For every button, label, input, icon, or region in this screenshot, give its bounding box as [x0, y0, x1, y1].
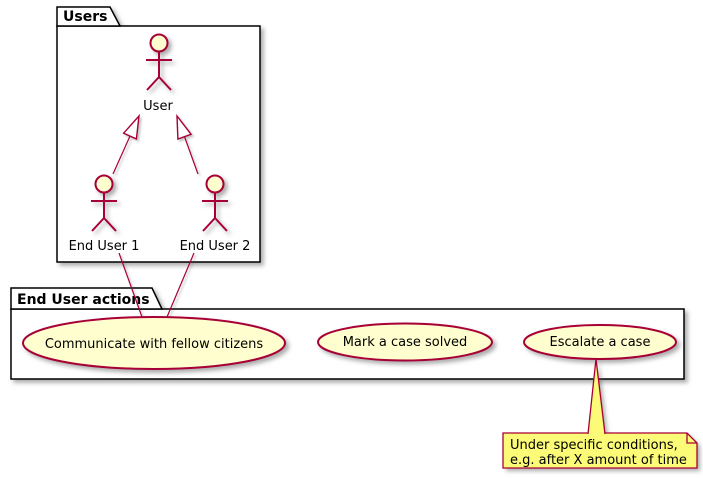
actor-end-user-1-label: End User 1	[69, 239, 140, 254]
use-case-mark-solved: Mark a case solved	[317, 322, 493, 362]
actor-end-user-2-body-icon	[202, 192, 228, 232]
actor-user-body-icon	[146, 51, 172, 91]
use-case-communicate: Communicate with fellow citizens	[22, 316, 286, 370]
actor-user-figure	[146, 33, 172, 91]
note: Under specific conditions, e.g. after X …	[502, 358, 698, 469]
actor-end-user-1-body-icon	[91, 192, 117, 232]
use-case-communicate-label: Communicate with fellow citizens	[45, 337, 264, 352]
actor-user-head-icon	[149, 33, 169, 53]
note-pointer-edges	[587, 358, 606, 435]
use-case-communicate-ellipse	[22, 316, 286, 370]
generalization-arrow-end-user-1-to-user	[112, 113, 140, 175]
actor-user-label: User	[143, 99, 173, 114]
note-line-1: Under specific conditions,	[510, 438, 678, 453]
actor-end-user-2-figure	[202, 174, 228, 232]
package-end-user-actions-tab	[10, 287, 164, 310]
package-users-title: Users	[63, 9, 107, 25]
note-body	[503, 433, 697, 468]
association-edges	[118, 252, 195, 318]
association-end-user-2-to-communicate	[166, 252, 195, 318]
generalization-edges	[112, 113, 199, 175]
association-end-user-1-to-communicate	[118, 252, 143, 318]
use-case-mark-solved-label: Mark a case solved	[343, 335, 468, 350]
package-users-tab	[56, 6, 122, 27]
use-case-mark-solved-ellipse	[317, 322, 493, 362]
use-case-escalate-ellipse	[523, 324, 677, 360]
use-case-escalate-label: Escalate a case	[550, 335, 651, 350]
use-case-escalate: Escalate a case	[523, 324, 677, 360]
note-fill-shapes	[503, 359, 697, 468]
generalization-arrow-end-user-2-to-user	[176, 113, 199, 175]
actor-end-user-1-head-icon	[94, 174, 114, 194]
note-dogear-icon	[686, 433, 697, 444]
note-pointer	[588, 359, 605, 435]
actor-end-user-2-head-icon	[205, 174, 225, 194]
package-end-user-actions-title: End User actions	[17, 292, 150, 308]
note-line-2: e.g. after X amount of time	[510, 453, 687, 468]
actor-end-user-2-label: End User 2	[180, 239, 251, 254]
actor-end-user-1-figure	[91, 174, 117, 232]
